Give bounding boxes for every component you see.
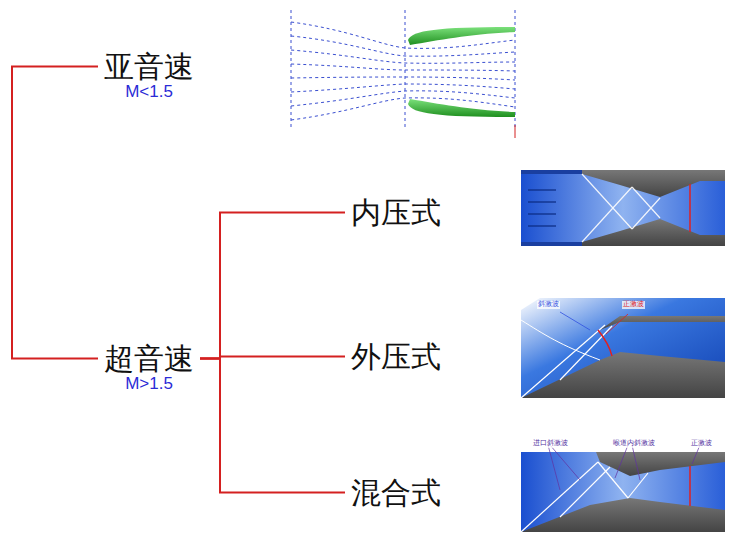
subsonic-inlet <box>291 10 515 130</box>
bracket-connector <box>200 359 345 493</box>
bracket-connector <box>200 213 345 359</box>
category-node: 混合式 <box>347 476 445 509</box>
shock-label: 正激波 <box>690 440 713 448</box>
category-name: 内压式 <box>351 196 441 229</box>
internal-compression-inlet <box>521 170 725 246</box>
category-name: 混合式 <box>351 476 441 509</box>
category-node: 亚音速M<1.5 <box>100 50 198 102</box>
external-compression-inlet <box>521 298 725 398</box>
bracket-connector <box>200 357 345 359</box>
shock-label: 正激波 <box>622 301 645 309</box>
category-node: 内压式 <box>347 196 445 229</box>
shock-label: 喉道内斜激波 <box>612 440 656 448</box>
category-name: 超音速 <box>104 342 194 375</box>
bracket-connector <box>12 67 98 359</box>
inlet-lip <box>408 99 515 117</box>
mach-range: M>1.5 <box>104 375 194 394</box>
shock-label: 进口斜激波 <box>532 440 569 448</box>
shock-label: 斜激波 <box>537 301 560 309</box>
category-name: 外压式 <box>351 340 441 373</box>
mach-range: M<1.5 <box>104 83 194 102</box>
inlet-lip <box>408 27 515 45</box>
category-name: 亚音速 <box>104 50 194 83</box>
category-node: 外压式 <box>347 340 445 373</box>
mixed-compression-inlet <box>521 445 725 532</box>
category-node: 超音速M>1.5 <box>100 342 198 394</box>
